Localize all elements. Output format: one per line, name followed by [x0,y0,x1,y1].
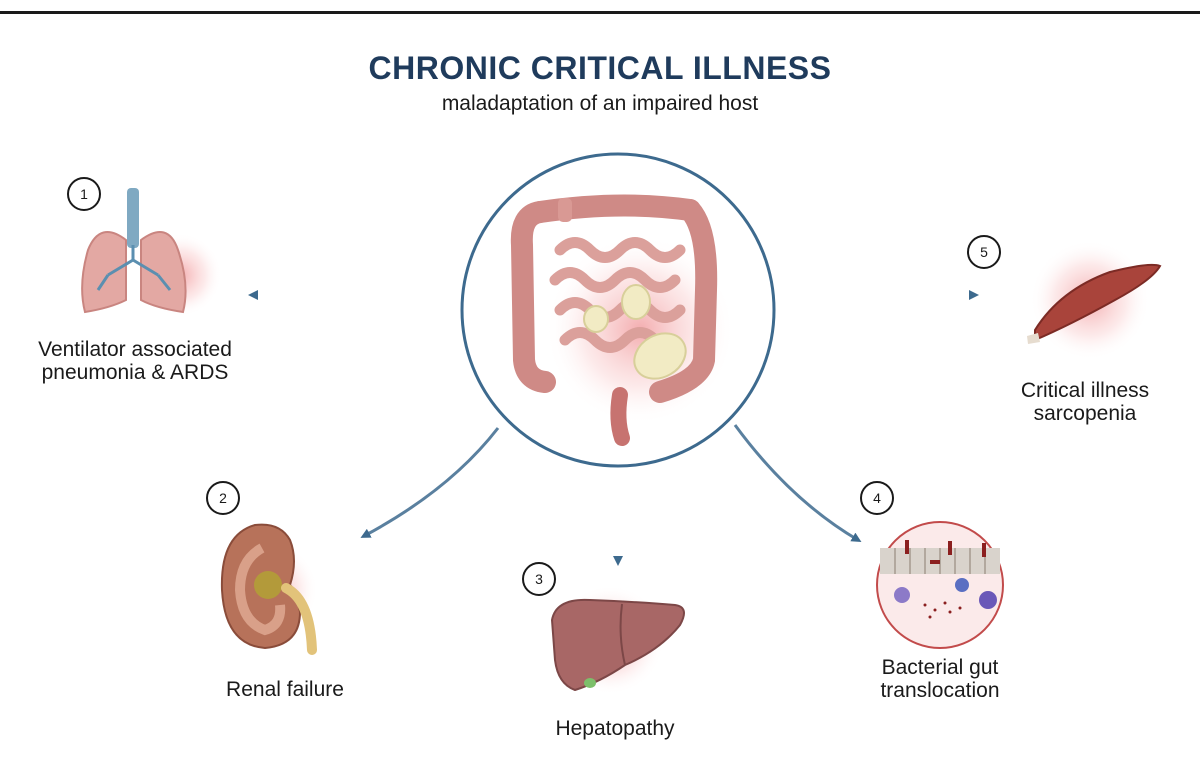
top-rule [0,11,1200,14]
diagram-subtitle: maladaptation of an impaired host [441,92,759,115]
label-hepatopathy: Hepatopathy [510,717,720,740]
label-2-line1: Renal failure [226,678,344,701]
arrow-to-kidney [360,427,500,538]
badge-3: 3 [522,562,556,596]
liver-icon [550,585,685,695]
lungs-icon [81,188,222,317]
gut-barrier-icon [876,521,1004,649]
intestine-icon [460,152,776,468]
diagram-title: CHRONIC CRITICAL ILLNESS [368,50,832,86]
arrow-to-gut-barrier [733,424,862,543]
label-ventilator-pneumonia: Ventilator associated pneumonia & ARDS [10,338,260,384]
badge-4: 4 [860,481,894,515]
badge-5: 5 [967,235,1001,269]
label-sarcopenia: Critical illness sarcopenia [980,379,1190,425]
muscle-icon [1027,240,1162,360]
label-3-line1: Hepatopathy [555,717,675,740]
label-1-line1: Ventilator associated [38,338,232,361]
label-5-line1: Critical illness [1020,379,1150,402]
arrows [248,290,979,566]
kidney-icon [220,523,318,655]
label-1-line2: pneumonia & ARDS [41,361,229,384]
label-4-line2: translocation [880,679,1000,702]
label-bacterial-translocation: Bacterial gut translocation [830,656,1050,702]
badge-2: 2 [206,481,240,515]
label-renal-failure: Renal failure [180,678,390,701]
label-5-line2: sarcopenia [1033,402,1137,425]
label-4-line1: Bacterial gut [881,656,999,679]
badge-1: 1 [67,177,101,211]
